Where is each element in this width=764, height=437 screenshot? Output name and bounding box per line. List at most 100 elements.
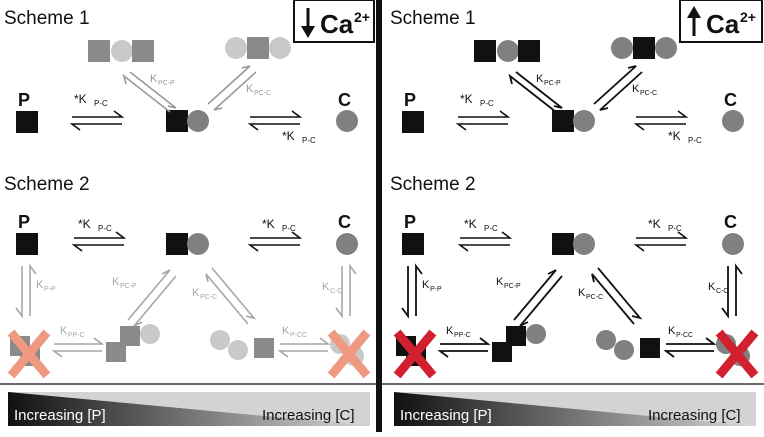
eq-arrow-pcc-cc: [663, 337, 717, 358]
eq-arrow-p-pc-2: [457, 231, 513, 252]
k-pp: K: [36, 279, 44, 291]
eq-arrow-p-pc-2: [71, 231, 127, 252]
k-pcc-2-sub: PC-C: [586, 294, 603, 301]
eq-arrow-p-pp: [15, 263, 37, 319]
x-icon: [327, 329, 371, 379]
k-right-top: *K: [262, 217, 275, 231]
eq-arrow-pc-c-2: [633, 231, 689, 252]
k-pcc-2: K: [192, 287, 200, 299]
eq-arrow-pc-pcp: [122, 71, 177, 113]
k-right-sub: P-C: [688, 136, 702, 145]
arrow-down-icon: [301, 8, 315, 38]
eq-arrow-c-cc: [721, 263, 743, 319]
gradient-right-label: Increasing [C]: [262, 407, 355, 424]
calcium-charge: 2+: [354, 9, 370, 25]
species-c-2: C: [724, 212, 737, 232]
species-p-2: P: [404, 212, 416, 232]
scheme1-title: Scheme 1: [4, 8, 90, 29]
ppc-complex: [492, 324, 546, 362]
eq-arrow-pc-pcp-2: [513, 269, 563, 327]
k-right-top-sub: P-C: [668, 224, 682, 233]
k-pcc2-sub: P-CC: [676, 332, 693, 339]
eq-arrow-p-pc: [69, 110, 125, 131]
eq-arrow-pc-c: [247, 110, 303, 131]
k-right: *K: [668, 129, 681, 143]
k-forward-sub: P-C: [480, 99, 494, 108]
p-square-2: [16, 233, 38, 255]
calcium-label: Ca: [320, 9, 354, 39]
k-pcp: K: [150, 73, 158, 85]
k-forward-sub: P-C: [94, 99, 108, 108]
arrow-up-icon: [687, 6, 701, 36]
pc-complex: [166, 110, 209, 132]
eq-arrow-pcc-cc: [277, 337, 331, 358]
pcp-complex: [88, 40, 154, 62]
k-forward: *K: [74, 92, 87, 106]
c-circle-2: [336, 233, 358, 255]
gradient-bar-left: [8, 390, 370, 426]
k-pcp-sub: PC-P: [158, 80, 175, 87]
pc-complex: [552, 110, 595, 132]
k-cc-sub: C-C: [330, 288, 342, 295]
pcc-complex: [225, 37, 291, 59]
scheme2-title: Scheme 2: [390, 174, 476, 195]
species-p: P: [18, 90, 30, 110]
eq-arrow-pc-pcp-2: [127, 269, 177, 327]
k-forward: *K: [460, 92, 473, 106]
k-ppc: K: [60, 325, 68, 337]
k-right-top: *K: [648, 217, 661, 231]
k-cc: K: [322, 281, 330, 293]
ppc-complex: [106, 324, 160, 362]
c-circle-2: [722, 233, 744, 255]
k-pcc: K: [246, 83, 254, 95]
species-p-2: P: [18, 212, 30, 232]
x-icon: [393, 329, 437, 379]
k-pcp-2: K: [112, 276, 120, 288]
k-left-top-sub: P-C: [98, 224, 112, 233]
c-circle: [336, 110, 358, 132]
k-left-top-sub: P-C: [484, 224, 498, 233]
k-pcc-2-sub: PC-C: [200, 294, 217, 301]
right-panel: Ca 2+ Scheme 1 P *K P-C: [382, 0, 764, 426]
pcc-complex: [611, 37, 677, 59]
k-ppc-sub: PP-C: [454, 332, 471, 339]
eq-arrow-p-pp: [401, 263, 423, 319]
k-left-top: *K: [464, 217, 477, 231]
x-icon: [715, 329, 759, 379]
c-circle: [722, 110, 744, 132]
k-pcp-2-sub: PC-P: [120, 283, 137, 290]
calcium-box-left: Ca 2+: [293, 0, 375, 43]
k-ppc: K: [446, 325, 454, 337]
eq-arrow-pc-pcc-2: [591, 267, 643, 325]
species-p: P: [404, 90, 416, 110]
k-cc-sub: C-C: [716, 288, 728, 295]
eq-arrow-pc-pcp: [508, 71, 563, 113]
k-pcp-2: K: [496, 276, 504, 288]
panel-divider: [376, 0, 382, 432]
k-pcc-2: K: [578, 287, 586, 299]
pcc-chain: [210, 330, 274, 360]
species-c: C: [724, 90, 737, 110]
k-pcc2-sub: P-CC: [290, 332, 307, 339]
pcp-complex: [474, 40, 540, 62]
p-square: [402, 111, 424, 133]
k-right: *K: [282, 129, 295, 143]
eq-arrow-pc-c: [633, 110, 689, 131]
calcium-box-right: Ca 2+: [679, 0, 763, 43]
species-c: C: [338, 90, 351, 110]
species-c-2: C: [338, 212, 351, 232]
pc-complex-2: [166, 233, 209, 255]
scheme2-title: Scheme 2: [4, 174, 90, 195]
eq-arrow-pc-pcc: [593, 65, 643, 111]
pc-complex-2: [552, 233, 595, 255]
k-pp-sub: P-P: [430, 286, 442, 293]
gradient-bar-right: [394, 392, 756, 426]
gradient-left-label: Increasing [P]: [14, 407, 106, 424]
k-pcc-sub: PC-C: [640, 90, 657, 97]
calcium-charge: 2+: [740, 9, 756, 25]
k-cc: K: [708, 281, 716, 293]
gradient-right-label: Increasing [C]: [648, 407, 741, 424]
p-square: [16, 111, 38, 133]
